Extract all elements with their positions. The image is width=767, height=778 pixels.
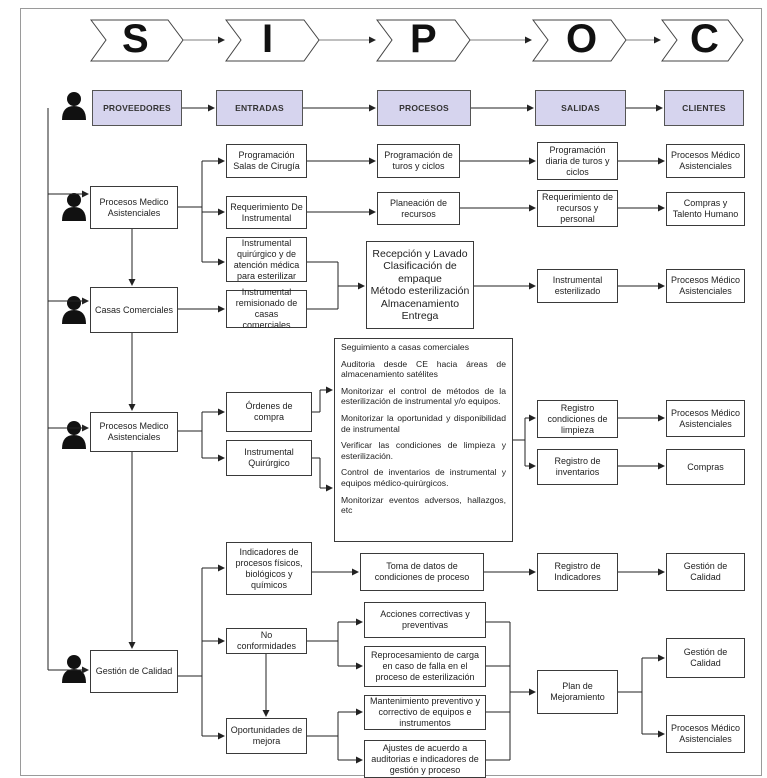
process-planeacion-recursos: Planeación de recursos xyxy=(377,192,460,225)
list-item: Control de inventarios de instrumental y… xyxy=(341,467,506,488)
step-almacenamiento: Almacenamiento xyxy=(380,297,460,310)
output-registro-inventarios: Registro de inventarios xyxy=(537,449,618,485)
list-item: Auditoria desde CE hacia áreas de almace… xyxy=(341,358,506,380)
banner-letter-o: O xyxy=(566,17,598,61)
header-proveedores: PROVEEDORES xyxy=(92,90,182,126)
list-item: Monitorizar la oportunidad y disponibili… xyxy=(341,412,506,434)
client-compras: Compras xyxy=(666,449,745,485)
banner-letter-c: C xyxy=(690,17,719,61)
client-procesos-medico-4: Procesos Médico Asistenciales xyxy=(666,715,745,753)
process-monitoring-list: Seguimiento a casas comerciales Auditori… xyxy=(334,338,513,542)
chevron-i xyxy=(225,19,320,62)
header-salidas: SALIDAS xyxy=(535,90,626,126)
header-clientes: CLIENTES xyxy=(664,90,744,126)
input-instrumental-para-esterilizar: Instrumental quirúrgico y de atención mé… xyxy=(226,237,307,282)
input-ordenes-compra: Órdenes de compra xyxy=(226,392,312,432)
output-requerimiento-recursos: Requerimiento de recursos y personal xyxy=(537,190,618,227)
client-compras-talento: Compras y Talento Humano xyxy=(666,192,745,226)
chevron-s xyxy=(90,19,184,62)
process-esterilizacion-steps: Recepción y Lavado Clasificación de empa… xyxy=(366,241,474,329)
output-registro-indicadores: Registro de Indicadores xyxy=(537,553,618,591)
supplier-procesos-medico-1: Procesos Medico Asistenciales xyxy=(90,186,178,229)
client-gestion-calidad-2: Gestión de Calidad xyxy=(666,638,745,678)
chevron-p xyxy=(376,19,471,62)
process-toma-datos: Toma de datos de condiciones de proceso xyxy=(360,553,484,591)
list-item: Monitorizar eventos adversos, hallazgos,… xyxy=(341,494,506,516)
person-icon xyxy=(62,296,86,324)
process-acciones-correctivas: Acciones correctivas y preventivas xyxy=(364,602,486,638)
input-no-conformidades: No conformidades xyxy=(226,628,307,654)
output-plan-mejoramiento: Plan de Mejoramiento xyxy=(537,670,618,714)
client-procesos-medico-2: Procesos Médico Asistenciales xyxy=(666,269,745,303)
input-indicadores-procesos: Indicadores de procesos físicos, biológi… xyxy=(226,542,312,595)
input-oportunidades-mejora: Oportunidades de mejora xyxy=(226,718,307,754)
chevron-o xyxy=(532,19,627,62)
supplier-gestion-calidad: Gestión de Calidad xyxy=(90,650,178,693)
step-clasificacion: Clasificación de empaque xyxy=(383,260,457,285)
process-ajustes: Ajustes de acuerdo a auditorias e indica… xyxy=(364,740,486,778)
input-instrumental-remisionado: Instrumental remisionado de casas comerc… xyxy=(226,287,307,330)
list-item: Seguimiento a casas comerciales xyxy=(341,342,470,352)
input-requerimiento-instrumental: Requerimiento De Instrumental xyxy=(226,196,307,229)
process-mantenimiento: Mantenimiento preventivo y correctivo de… xyxy=(364,695,486,730)
list-item: Monitorizar el control de métodos de la … xyxy=(341,385,506,407)
client-procesos-medico-1: Procesos Médico Asistenciales xyxy=(666,144,745,178)
output-instrumental-esterilizado: Instrumental esterilizado xyxy=(537,269,618,303)
step-recepcion: Recepción y Lavado xyxy=(372,247,468,260)
step-entrega: Entrega xyxy=(401,310,439,322)
header-entradas: ENTRADAS xyxy=(216,90,303,126)
sipoc-banner xyxy=(90,19,744,62)
person-icon xyxy=(62,193,86,221)
banner-letter-i: I xyxy=(262,17,274,61)
input-instrumental-quirurgico: Instrumental Quirúrgico xyxy=(226,440,312,476)
supplier-casas-comerciales: Casas Comerciales xyxy=(90,287,178,333)
output-programacion-diaria: Programación diaria de turos y ciclos xyxy=(537,142,618,180)
process-programacion-turnos: Programación de turos y ciclos xyxy=(377,144,460,178)
person-icons xyxy=(62,92,86,683)
list-item: Verificar las condiciones de limpieza y … xyxy=(341,440,506,461)
banner-letter-s: S xyxy=(122,17,149,61)
person-icon xyxy=(62,92,86,120)
output-registro-limpieza: Registro condiciones de limpieza xyxy=(537,400,618,438)
banner-letter-p: P xyxy=(410,17,437,61)
process-reprocesamiento: Reprocesamiento de carga en caso de fall… xyxy=(364,646,486,687)
supplier-procesos-medico-2: Procesos Medico Asistenciales xyxy=(90,412,178,452)
chevron-c xyxy=(661,19,744,62)
client-procesos-medico-3: Procesos Médico Asistenciales xyxy=(666,400,745,437)
person-icon xyxy=(62,421,86,449)
header-procesos: PROCESOS xyxy=(377,90,471,126)
person-icon xyxy=(62,655,86,683)
client-gestion-calidad-1: Gestión de Calidad xyxy=(666,553,745,591)
input-programacion-salas: Programación Salas de Cirugía xyxy=(226,144,307,178)
step-metodo: Método esterilización xyxy=(370,285,470,297)
